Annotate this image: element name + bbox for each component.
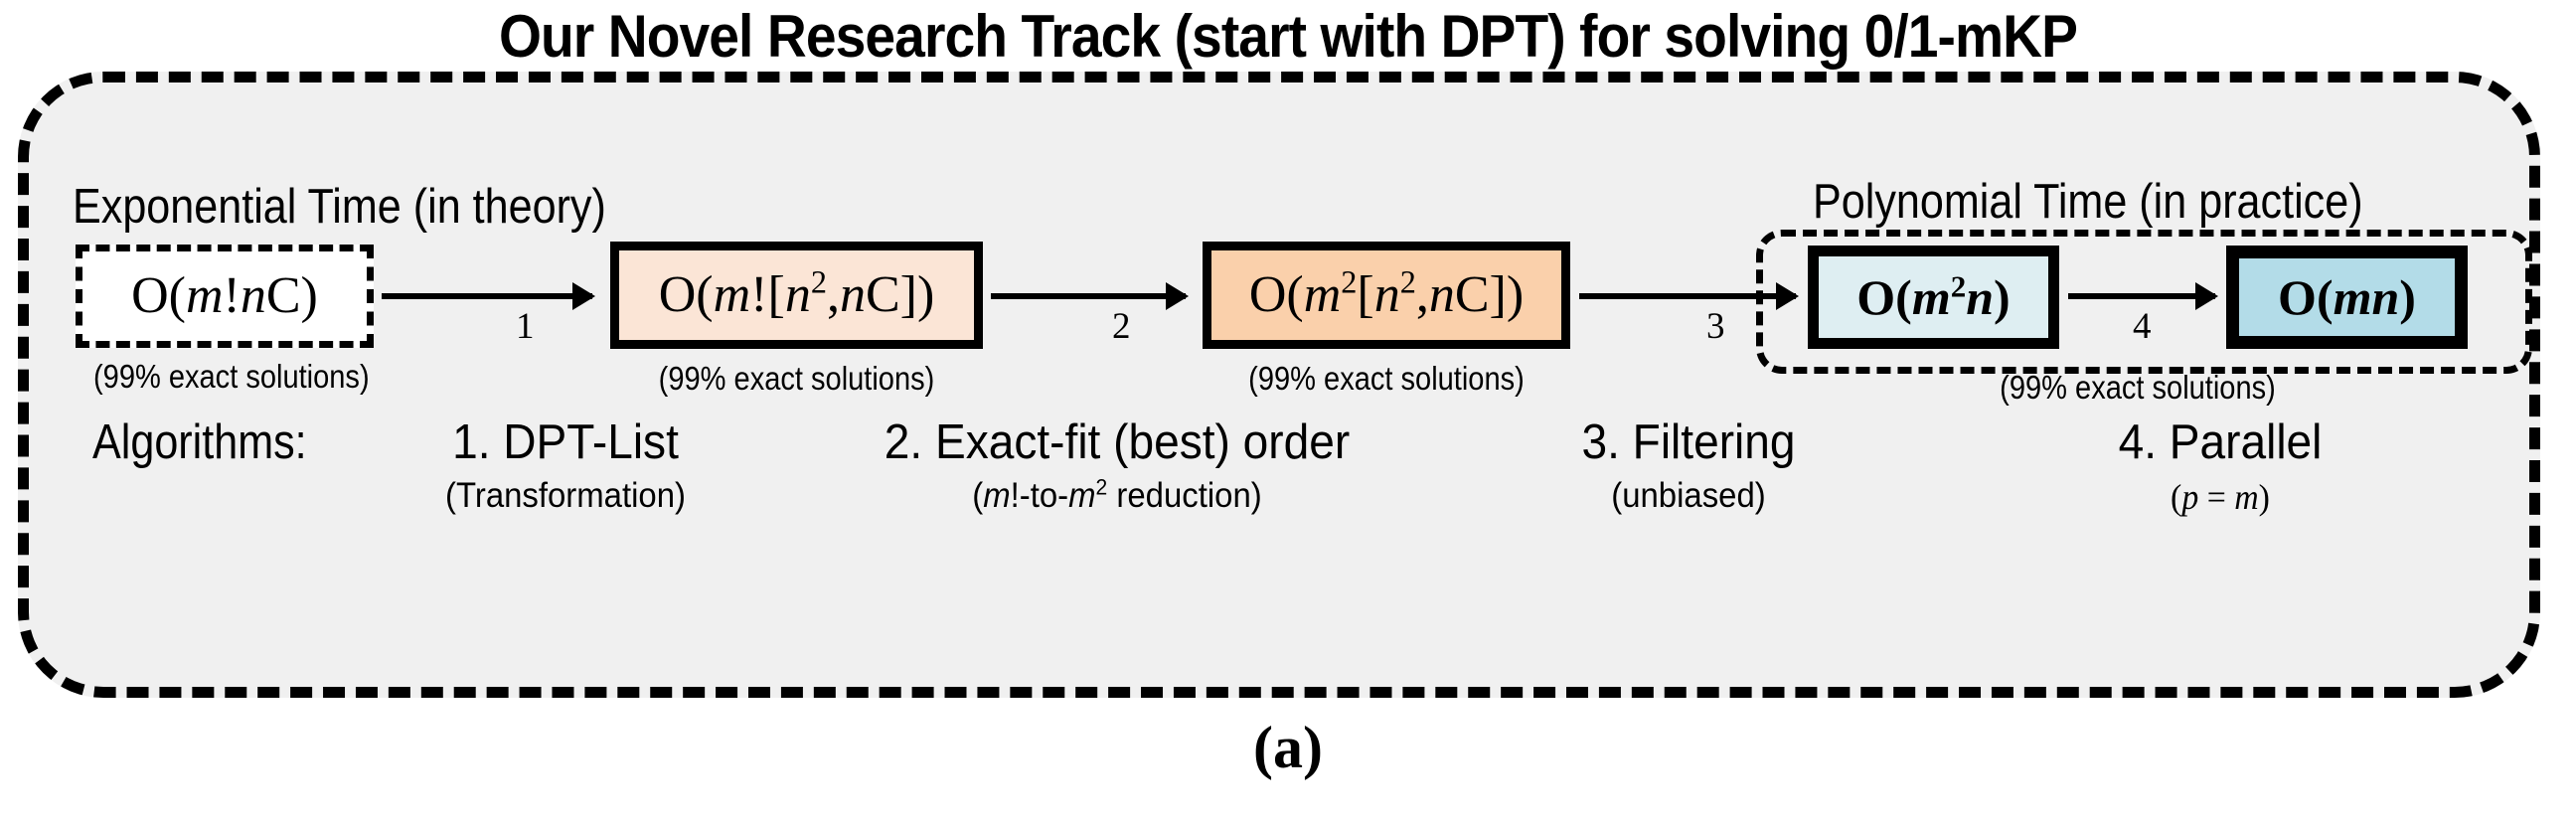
algorithm-title-3: 3. Filtering [1581, 415, 1796, 469]
algorithm-subtitle-3: (unbiased) [1611, 476, 1766, 515]
algorithm-item-1: 1. DPT-List (Transformation) [347, 414, 784, 516]
algorithms-heading: Algorithms: [92, 415, 307, 469]
algorithm-item-2: 2. Exact-fit (best) order (m!-to-m2 redu… [794, 414, 1440, 516]
exact-solutions-caption-1: (99% exact solutions) [93, 358, 370, 395]
flow-arrow-label-3: 3 [1706, 306, 1725, 347]
flow-arrow-3 [1579, 293, 1796, 299]
subfigure-caption: (a) [1253, 715, 1323, 780]
complexity-expression-5: O(mn) [2278, 269, 2416, 325]
complexity-box-3[interactable]: O(m2[n2,nC]) [1203, 242, 1570, 349]
flow-arrow-4 [2068, 293, 2215, 299]
complexity-box-4[interactable]: O(m2n) [1808, 246, 2059, 349]
complexity-expression-4: O(m2n) [1856, 268, 2011, 325]
flow-arrow-label-2: 2 [1112, 306, 1131, 347]
flow-arrow-label-4: 4 [2133, 306, 2152, 347]
algorithm-item-3: 3. Filtering (unbiased) [1475, 414, 1902, 516]
exact-solutions-caption-group: (99% exact solutions) [2000, 369, 2276, 406]
algorithm-subtitle-2: (m!-to-m2 reduction) [972, 474, 1262, 515]
flow-arrow-2 [991, 293, 1186, 299]
algorithm-title-2: 2. Exact-fit (best) order [884, 415, 1351, 469]
outer-dashed-panel: Exponential Time (in theory) Polynomial … [18, 72, 2540, 698]
flow-arrow-1 [382, 293, 592, 299]
algorithm-subtitle-1: (Transformation) [445, 476, 686, 515]
exact-solutions-caption-3: (99% exact solutions) [1248, 360, 1525, 397]
region-label-polynomial: Polynomial Time (in practice) [1813, 175, 2363, 229]
complexity-expression-2: O(m![n2,nC]) [658, 263, 935, 323]
algorithm-subtitle-4: (p = m) [2171, 477, 2270, 517]
polynomial-time-group [1756, 230, 2532, 374]
complexity-box-2[interactable]: O(m![n2,nC]) [610, 242, 983, 349]
algorithm-title-4: 4. Parallel [2118, 415, 2323, 469]
region-label-exponential: Exponential Time (in theory) [73, 180, 606, 234]
flow-arrow-label-1: 1 [516, 306, 535, 347]
exact-solutions-caption-2: (99% exact solutions) [658, 360, 935, 397]
algorithm-title-1: 1. DPT-List [452, 415, 679, 469]
complexity-box-5[interactable]: O(mn) [2226, 246, 2468, 349]
complexity-box-1[interactable]: O(m!nC) [76, 245, 374, 348]
page-title: Our Novel Research Track (start with DPT… [498, 3, 2078, 70]
complexity-expression-1: O(m!nC) [131, 267, 318, 324]
complexity-expression-3: O(m2[n2,nC]) [1248, 263, 1525, 323]
algorithm-item-4: 4. Parallel (p = m) [1992, 414, 2449, 518]
